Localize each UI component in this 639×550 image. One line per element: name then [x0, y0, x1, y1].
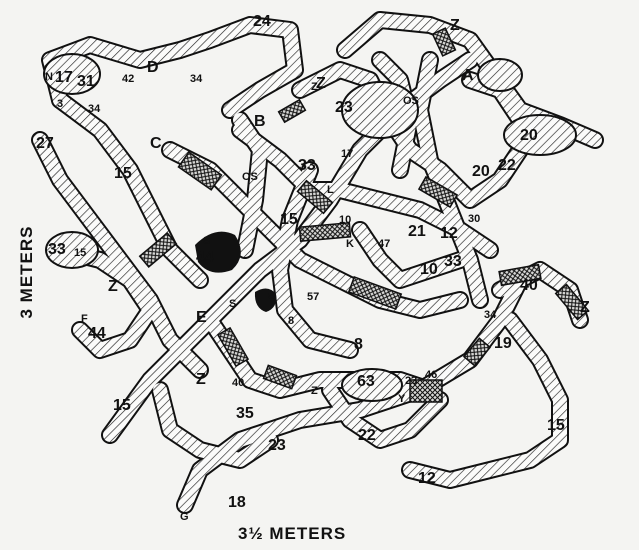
label-e: E — [196, 309, 207, 326]
label-34-right: 34 — [484, 309, 497, 321]
dense-seg-13 — [277, 98, 307, 124]
label-s-dark: S — [268, 290, 275, 302]
label-z-arrow: Z — [311, 81, 318, 93]
lobe-A — [477, 58, 523, 92]
label-z-cluster: Z — [316, 75, 326, 92]
label-33-mid: 33 — [298, 157, 316, 174]
label-n: N — [45, 71, 53, 83]
label-f: F — [81, 313, 88, 325]
label-d: D — [147, 59, 159, 76]
label-a: A — [462, 67, 474, 84]
label-23-right: 23 — [405, 375, 417, 387]
label-31: 31 — [77, 73, 95, 90]
label-z-left: Z — [108, 278, 118, 295]
label-63: 63 — [357, 373, 375, 390]
dense-seg-9 — [409, 379, 443, 403]
label-15-right: 15 — [547, 417, 565, 434]
label-22-bottom: 22 — [358, 427, 376, 444]
dense-seg-1 — [177, 151, 223, 191]
label-35: 35 — [236, 405, 254, 422]
horizontal-axis-label: 3½ METERS — [238, 524, 347, 543]
label-23-bottom: 23 — [268, 437, 286, 454]
label-44-left: 44 — [88, 325, 106, 342]
label-19: 19 — [494, 335, 512, 352]
label-47: 47 — [378, 238, 390, 250]
label-8-a: 8 — [288, 315, 294, 327]
label-23-top: 23 — [335, 99, 353, 116]
label-z-e: Z — [196, 371, 206, 388]
lobe-23-top — [341, 81, 419, 139]
label-15-small: 15 — [74, 247, 86, 259]
label-3: 3 — [57, 98, 63, 110]
label-10-right: 10 — [420, 261, 438, 278]
label-os-top: OS — [403, 95, 419, 107]
label-33-left: 33 — [48, 241, 66, 258]
dense-segments — [138, 27, 590, 403]
label-15-mid: 15 — [280, 211, 298, 228]
label-8-b: 8 — [354, 336, 363, 353]
label-os-mid: OS — [242, 171, 258, 183]
dense-seg-4 — [298, 222, 352, 242]
lobes — [43, 53, 577, 402]
label-z-right: Z — [580, 299, 590, 316]
dense-seg-5 — [417, 175, 459, 209]
label-12-mid: 12 — [440, 225, 458, 242]
label-20-mid: 20 — [472, 163, 490, 180]
label-15-bottom-left: 15 — [113, 397, 131, 414]
label-k: K — [346, 238, 354, 250]
vertical-axis-label: 3 METERS — [17, 225, 36, 319]
dense-seg-8 — [262, 364, 298, 390]
solid-masses — [195, 231, 277, 312]
label-17-mid: 17 — [341, 148, 353, 160]
label-17-left: 17 — [55, 69, 73, 86]
dense-seg-10 — [498, 263, 542, 287]
label-z-top: Z — [450, 17, 460, 34]
label-21: 21 — [408, 223, 426, 240]
solid-mass-44 — [195, 231, 241, 273]
dense-seg-12 — [431, 27, 457, 57]
label-44-mid: 44 — [196, 249, 214, 266]
lobe-63 — [341, 368, 403, 402]
label-40-left: 40 — [232, 377, 244, 389]
label-z-lower: Z — [311, 385, 318, 397]
label-s-lower: S — [229, 298, 236, 310]
lobe-17 — [43, 53, 101, 95]
label-g: G — [180, 511, 189, 523]
label-40-right: 40 — [520, 277, 538, 294]
label-20-right: 20 — [520, 127, 538, 144]
label-b: B — [254, 113, 266, 130]
label-46: 46 — [425, 369, 437, 381]
solid-mass-s — [254, 288, 277, 312]
label-c: C — [150, 135, 162, 152]
label-27: 27 — [36, 135, 54, 152]
dense-seg-7 — [216, 326, 250, 368]
tube-fills — [33, 13, 602, 512]
dense-seg-6 — [138, 232, 178, 268]
dense-seg-3 — [347, 275, 403, 311]
label-s-upper: S — [203, 235, 210, 247]
label-l: L — [327, 184, 334, 196]
label-34-top: 34 — [190, 73, 203, 85]
dense-seg-11 — [554, 283, 590, 321]
label-24: 24 — [253, 13, 271, 30]
label-57: 57 — [307, 291, 319, 303]
label-42: 42 — [122, 73, 134, 85]
label-12-bottom: 12 — [418, 470, 436, 487]
label-18: 18 — [228, 494, 246, 511]
label-33-right: 33 — [444, 253, 462, 270]
label-10-mid: 10 — [339, 214, 351, 226]
label-15-left: 15 — [114, 165, 132, 182]
label-30: 30 — [468, 213, 480, 225]
label-y: Y — [398, 393, 406, 405]
dense-seg-2 — [296, 179, 334, 215]
label-34-left: 34 — [88, 103, 101, 115]
lobe-20 — [503, 114, 577, 156]
lobe-33-left — [45, 231, 99, 269]
dense-seg-14 — [462, 337, 492, 367]
labels: 24 Z D 17 31 42 34 N 3 34 Z 23 OS A 20 2… — [36, 13, 590, 523]
label-22-right: 22 — [498, 157, 516, 174]
